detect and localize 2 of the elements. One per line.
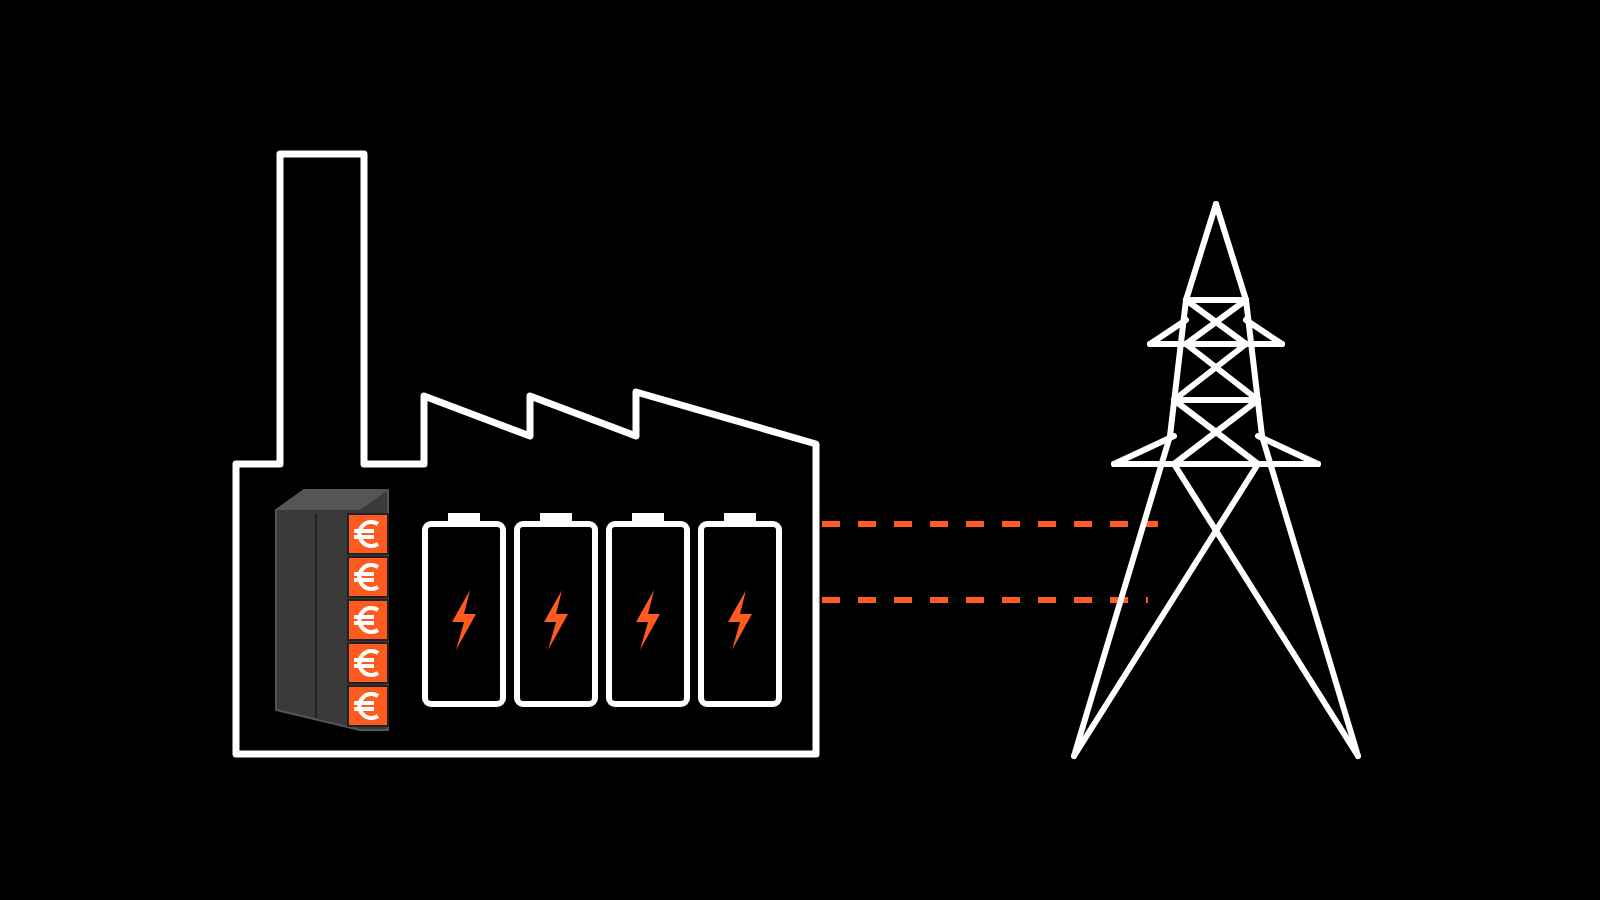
- connector-line: [822, 597, 1148, 603]
- connector-line: [822, 521, 1158, 527]
